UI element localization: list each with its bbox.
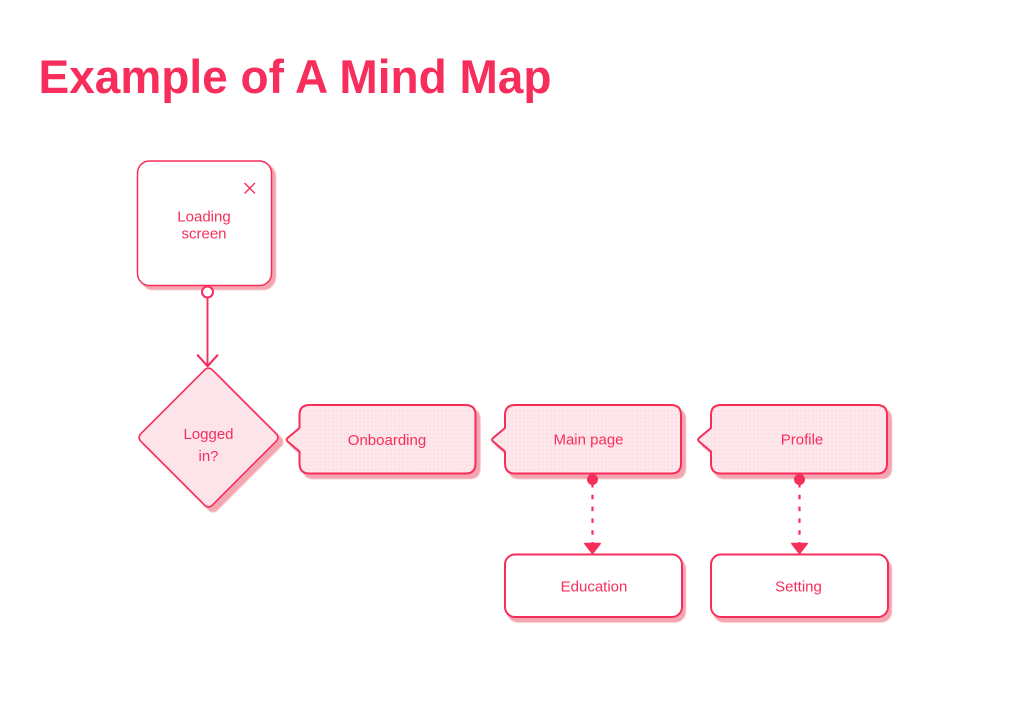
svg-text:Setting: Setting xyxy=(775,578,822,595)
svg-text:Education: Education xyxy=(561,579,628,596)
svg-text:Loading: Loading xyxy=(177,209,230,226)
svg-text:Main page: Main page xyxy=(553,432,623,449)
svg-text:Example of A Mind Map: Example of A Mind Map xyxy=(39,50,552,103)
svg-text:Onboarding: Onboarding xyxy=(348,432,426,449)
svg-text:in?: in? xyxy=(198,448,218,465)
svg-text:Logged: Logged xyxy=(183,426,233,443)
svg-text:screen: screen xyxy=(181,226,226,243)
svg-text:Profile: Profile xyxy=(781,432,824,449)
